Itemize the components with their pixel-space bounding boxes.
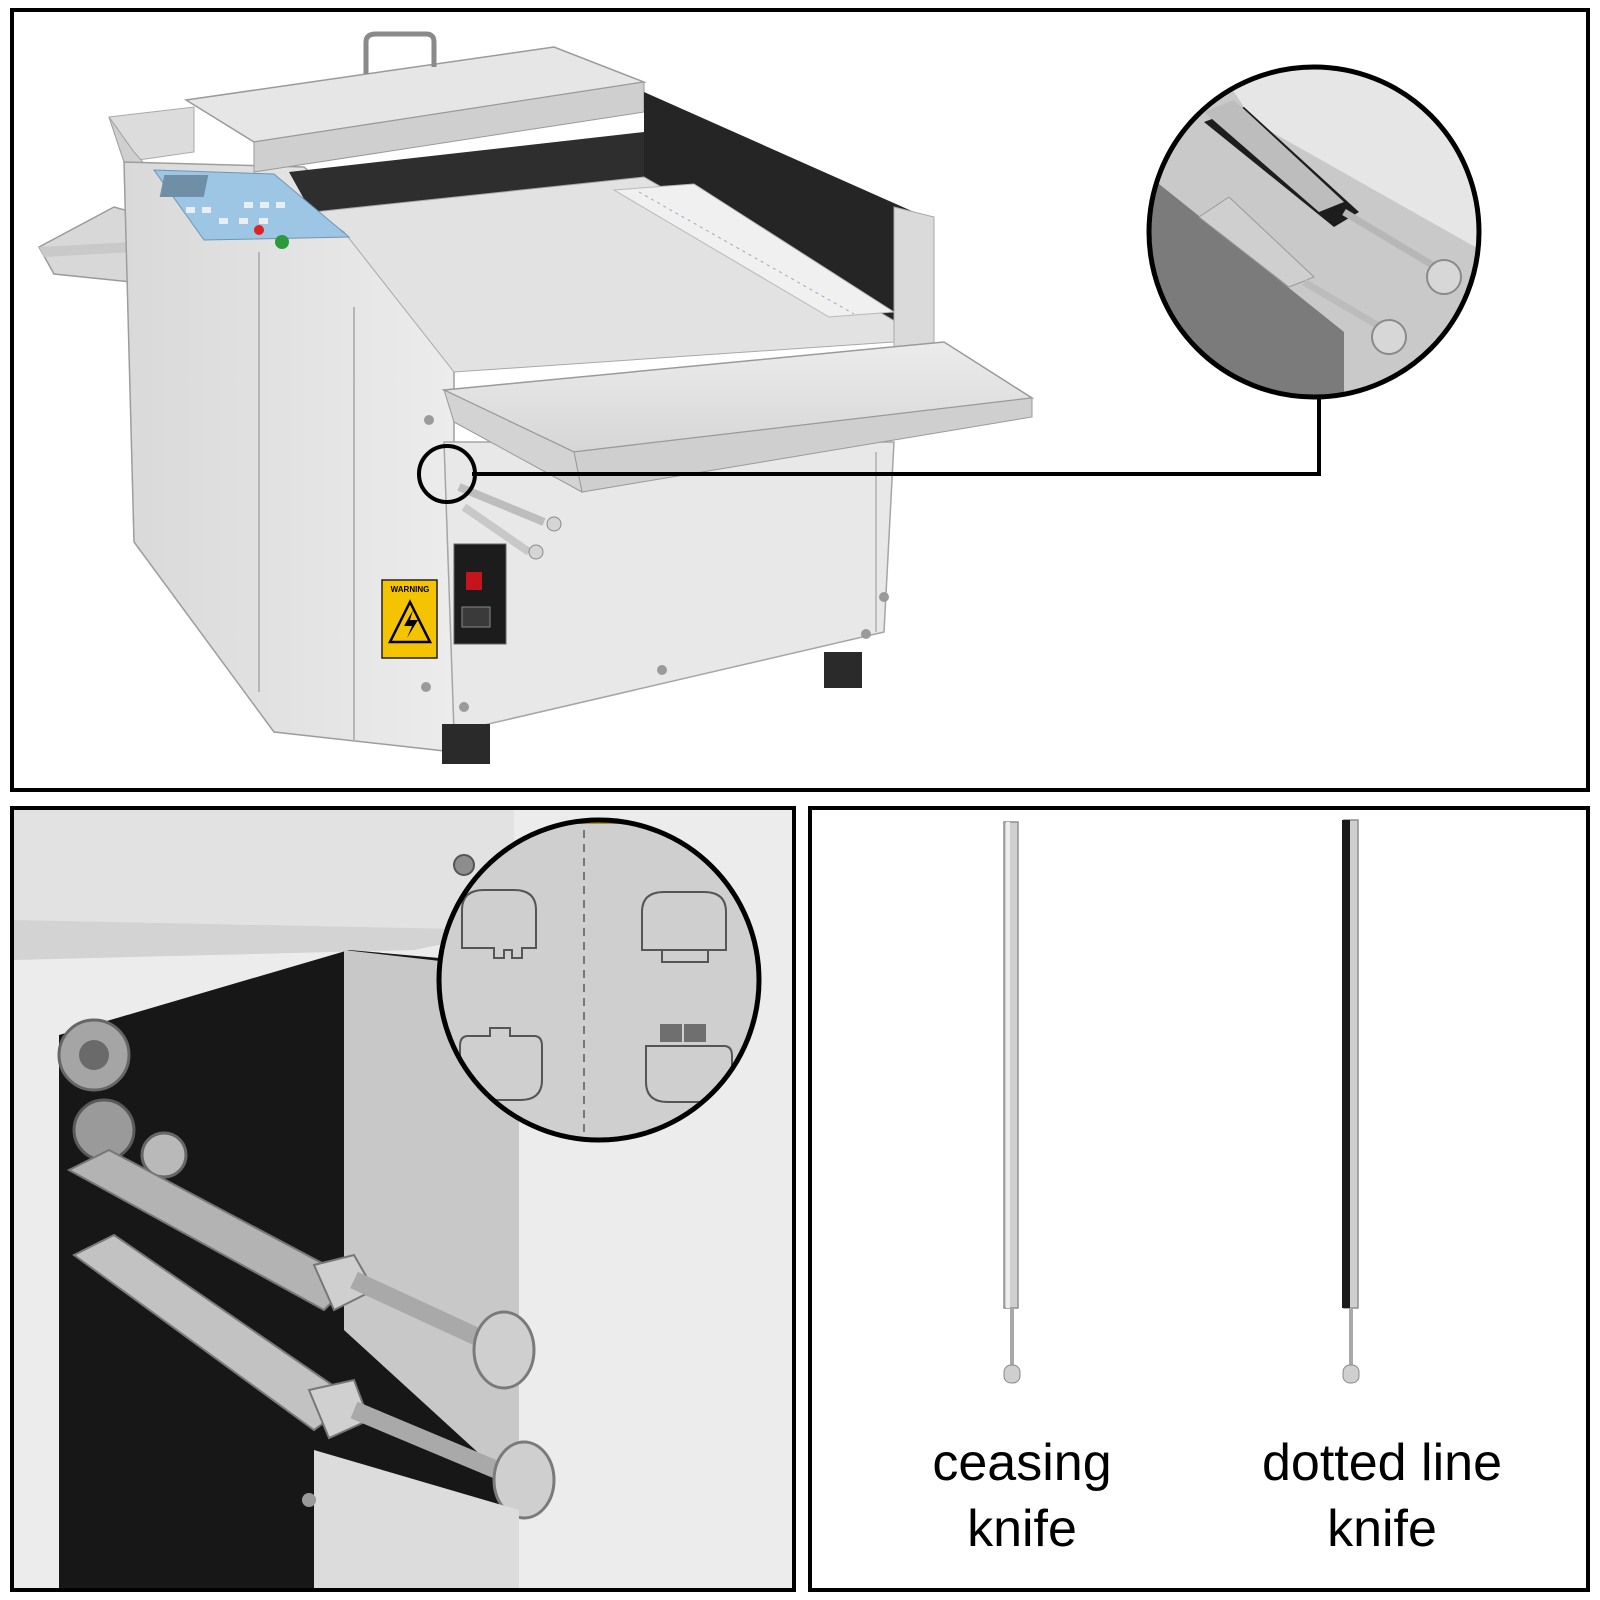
warning-sticker: WARNING — [381, 579, 438, 659]
machine-overview-illustration: WARNING — [37, 31, 1482, 764]
creasing-knife-label-line2: knife — [967, 1500, 1077, 1558]
crease-pattern-inset — [436, 817, 762, 1143]
side-tray — [37, 206, 133, 283]
machine-feet — [442, 652, 862, 764]
thumb-knob-upper — [472, 1310, 536, 1390]
thumb-knob-lower — [492, 1440, 556, 1520]
creased-shape-2 — [641, 891, 727, 951]
knife-adjust-screws — [457, 483, 562, 560]
power-socket — [461, 606, 491, 628]
knife-closeup-illustration — [14, 810, 792, 1588]
machine-overview-panel: WARNING — [10, 8, 1590, 792]
knife-types-illustration — [1003, 819, 1360, 1384]
warning-sticker-text: WARNING — [391, 585, 430, 594]
zoom-inset — [1146, 64, 1482, 400]
callout-line — [472, 397, 1321, 476]
creased-shape-3 — [459, 1027, 543, 1101]
knife-closeup-panel — [10, 806, 796, 1592]
adjust-screw-upper — [350, 1271, 488, 1349]
dotted-line-knife-image — [1342, 819, 1360, 1384]
control-panel — [153, 169, 351, 249]
pattern-inset-border — [436, 817, 762, 1143]
dotted-line-knife-label-line1: dotted line — [1262, 1434, 1502, 1492]
dotted-line-knife-label: dotted line knife — [1212, 1430, 1552, 1562]
power-module — [453, 543, 507, 645]
feed-chamber — [289, 92, 935, 433]
zoom-callout — [417, 397, 1321, 504]
creasing-knife-image — [1003, 821, 1021, 1384]
dotted-line-knife-label-line2: knife — [1327, 1500, 1437, 1558]
creased-shape-1 — [461, 889, 537, 959]
creasing-knife-label-line1: ceasing — [932, 1434, 1112, 1492]
power-switch — [466, 572, 482, 590]
feed-tray — [441, 341, 1035, 493]
adjust-screw-lower — [350, 1401, 513, 1484]
bearing — [72, 1098, 136, 1162]
inset-circle-border — [1146, 64, 1482, 400]
creasing-knife-label: ceasing knife — [902, 1430, 1142, 1562]
knife-types-panel: ceasing knife dotted line knife — [808, 806, 1590, 1592]
